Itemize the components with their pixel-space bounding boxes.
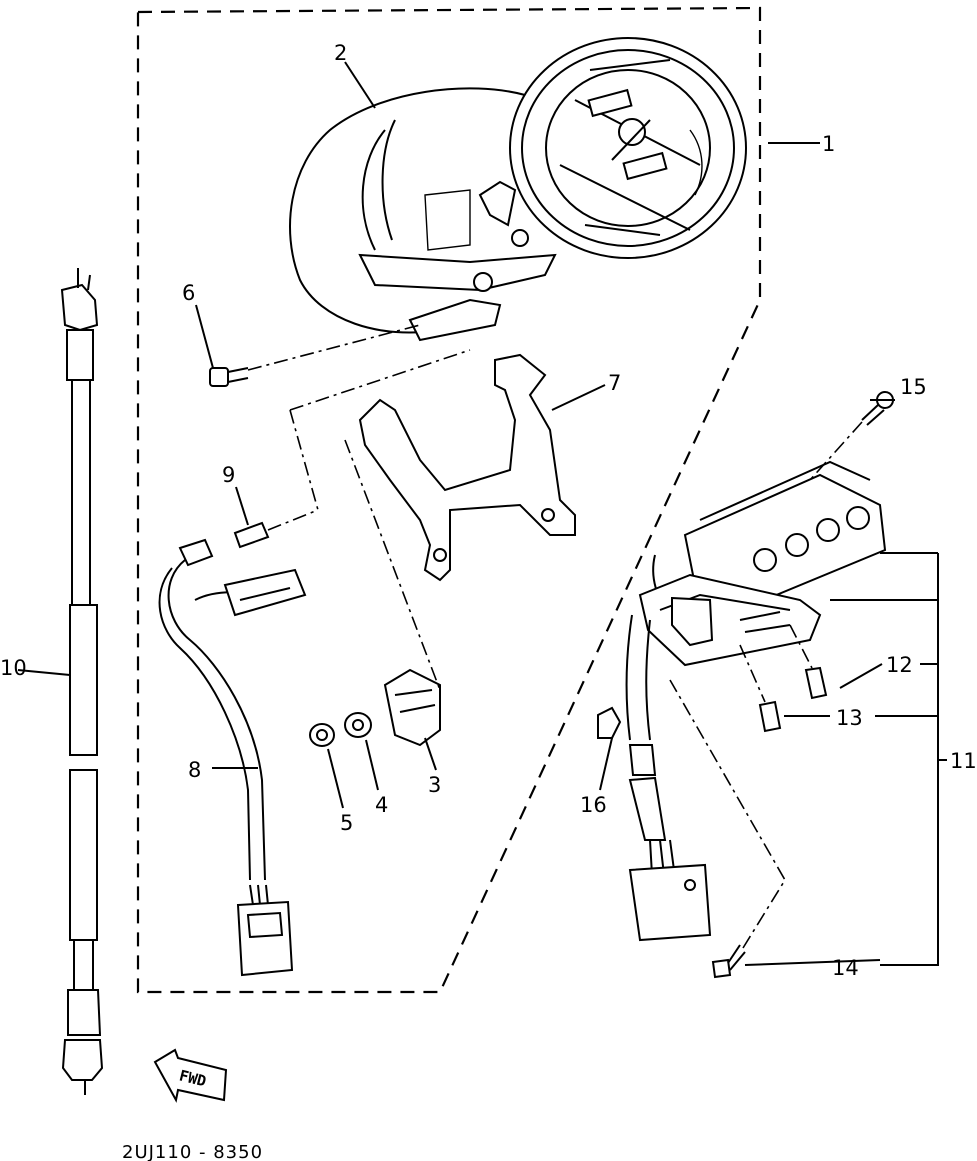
- bulb-9: [233, 509, 319, 549]
- bulb-13: [739, 644, 782, 733]
- part-label-7: 7: [608, 371, 621, 395]
- leader-lines: [17, 61, 947, 966]
- speedometer-face: [478, 37, 747, 259]
- part-label-4: 4: [375, 793, 388, 817]
- indicator-light-unit-11: [625, 460, 887, 942]
- speedometer-housing: [289, 87, 557, 342]
- grommet-16: [597, 706, 622, 739]
- forward-direction-arrow: FWD: [153, 1048, 228, 1103]
- part-label-1: 1: [822, 132, 835, 156]
- socket-3: [344, 439, 441, 747]
- screw-6: [209, 324, 421, 387]
- part-label-16: 16: [580, 793, 607, 817]
- part-label-3: 3: [428, 773, 441, 797]
- bracket-7: [289, 349, 576, 582]
- screw-15: [809, 391, 894, 481]
- part-label-2: 2: [334, 41, 347, 65]
- speedometer-cable-10: [60, 268, 104, 1095]
- nut-5: [309, 723, 335, 747]
- part-label-12: 12: [886, 653, 913, 677]
- part-label-15: 15: [900, 375, 927, 399]
- screw-14: [669, 679, 786, 979]
- wire-harness-8: [158, 538, 307, 977]
- part-label-5: 5: [340, 811, 353, 835]
- part-label-11: 11: [950, 749, 977, 773]
- bulb-12: [789, 624, 828, 700]
- part-label-6: 6: [182, 281, 195, 305]
- part-label-10: 10: [0, 656, 27, 680]
- part-label-13: 13: [836, 706, 863, 730]
- assembly-boundary: [136, 6, 762, 994]
- part-label-9: 9: [222, 463, 235, 487]
- drawing-code: 2UJ110 - 8350: [122, 1142, 263, 1161]
- part-label-8: 8: [188, 758, 201, 782]
- part-label-14: 14: [832, 956, 859, 980]
- washer-4: [344, 712, 372, 738]
